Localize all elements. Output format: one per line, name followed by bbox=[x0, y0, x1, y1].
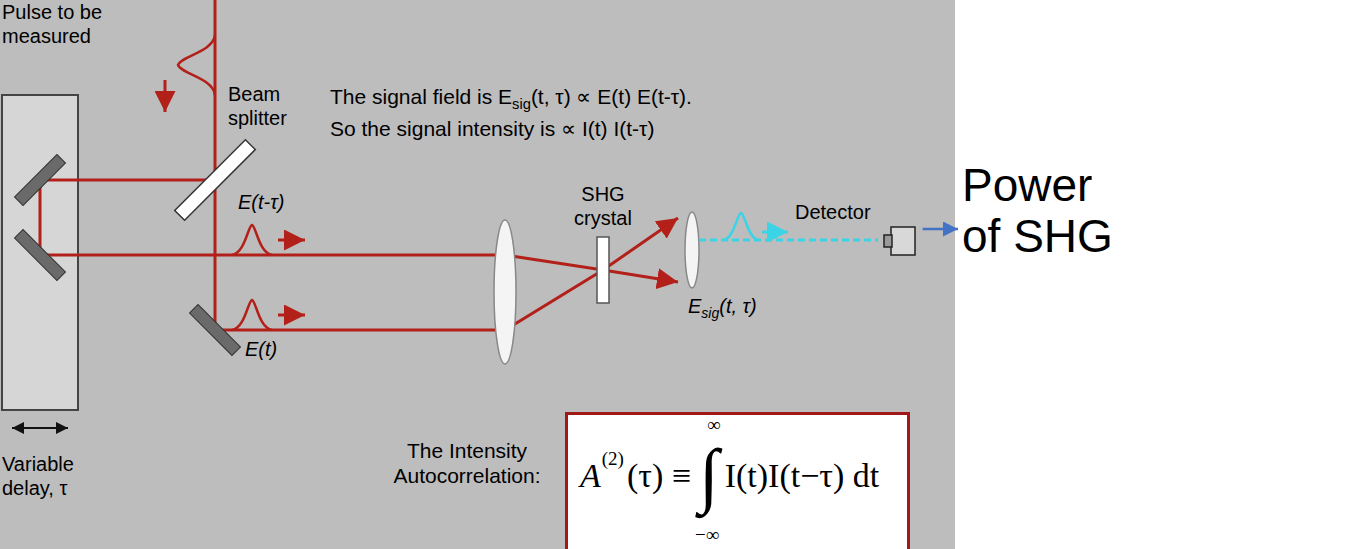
formula-text: ∫ bbox=[699, 439, 719, 511]
pulse-arrow bbox=[278, 239, 305, 242]
label-text: The Intensity Autocorrelation: bbox=[393, 439, 540, 487]
pulse-arrow bbox=[278, 314, 305, 317]
label-text: SHG crystal bbox=[574, 183, 632, 229]
subscript: sig bbox=[701, 305, 719, 321]
input-arrow bbox=[164, 80, 167, 112]
shg-arrow bbox=[762, 231, 788, 234]
delay-arrow bbox=[12, 427, 68, 429]
formula-text: I(t)I(t−τ) dt bbox=[725, 459, 880, 493]
text-label: Pulse to be measured bbox=[2, 0, 152, 48]
label-text: The signal field is E bbox=[330, 85, 512, 108]
node-text: Power of SHG bbox=[962, 160, 1130, 261]
node-text: Detector bbox=[790, 200, 871, 224]
laser-beams bbox=[40, 0, 678, 330]
formula-box: A(2)(τ) ≡∫ ∞ −∞ I(t)I(t−τ) dt bbox=[565, 412, 910, 549]
text-label: The Intensity Autocorrelation: bbox=[372, 438, 562, 488]
label-text: Variable delay, τ bbox=[2, 453, 74, 499]
label-text: (t, τ) ∝ E(t) E(t-τ). bbox=[531, 85, 692, 108]
label-text: (t, τ) bbox=[719, 295, 756, 317]
formula-text: −∞ bbox=[695, 525, 719, 544]
text-label: Variable delay, τ bbox=[2, 452, 112, 500]
mirror bbox=[190, 305, 241, 356]
input-pulse bbox=[178, 35, 215, 95]
formula-text: A bbox=[580, 459, 601, 493]
text-label: E(t) bbox=[245, 337, 277, 361]
delay-stage bbox=[2, 95, 78, 410]
lens bbox=[685, 212, 699, 288]
gray-panel bbox=[0, 0, 955, 549]
detector-icon bbox=[883, 226, 917, 256]
label-text: E(t) bbox=[245, 338, 277, 360]
lens bbox=[494, 220, 516, 364]
text-label: So the signal intensity is ∝ I(t) I(t-τ) bbox=[330, 116, 654, 141]
formula-text: (τ) ≡ bbox=[627, 459, 691, 493]
mirror bbox=[15, 155, 66, 206]
delayed-pulse bbox=[232, 225, 272, 255]
label-text: E bbox=[688, 295, 701, 317]
shg-crystal bbox=[597, 237, 609, 303]
connector-arrow bbox=[923, 228, 958, 231]
subscript: sig bbox=[512, 96, 531, 112]
text-label: SHG crystal bbox=[563, 182, 643, 230]
text-label: Esig(t, τ) bbox=[688, 294, 757, 322]
label-text: E(t-τ) bbox=[238, 191, 284, 213]
label-text: Pulse to be measured bbox=[2, 1, 102, 47]
formula-text: ∞ bbox=[707, 415, 721, 434]
detector: Detector bbox=[790, 200, 921, 258]
formula-text: (2) bbox=[602, 449, 624, 468]
shg-pulse bbox=[724, 213, 758, 240]
label-text: Beam splitter bbox=[228, 83, 287, 129]
reference-pulse bbox=[232, 300, 272, 330]
output-label: Power of SHG bbox=[962, 160, 1130, 261]
label-text: So the signal intensity is ∝ I(t) I(t-τ) bbox=[330, 117, 654, 140]
text-label: E(t-τ) bbox=[238, 190, 284, 214]
mirror bbox=[15, 230, 66, 281]
text-label: Beam splitter bbox=[228, 82, 318, 130]
text-label: The signal field is Esig(t, τ) ∝ E(t) E(… bbox=[330, 84, 692, 114]
